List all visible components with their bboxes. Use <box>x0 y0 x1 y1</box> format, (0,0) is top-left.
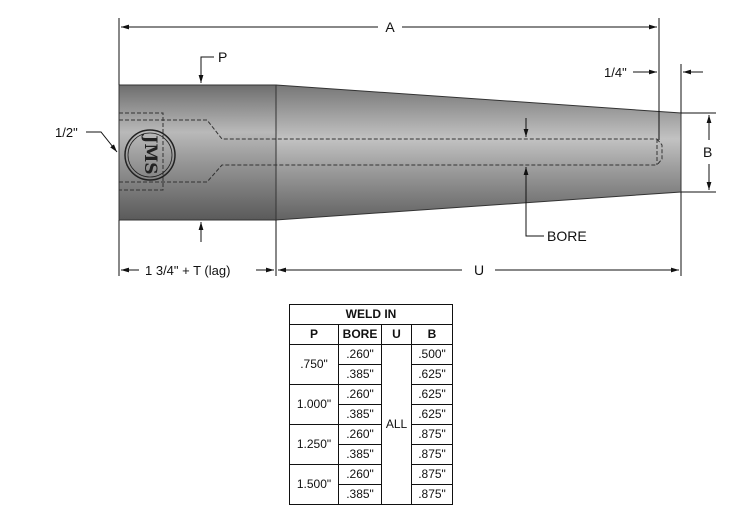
cell-bore: .260" <box>338 464 382 485</box>
cell-b: .625" <box>411 404 453 425</box>
cell-bore: .385" <box>338 444 382 465</box>
cell-bore: .260" <box>338 424 382 445</box>
dimension-lag-u <box>118 192 682 276</box>
label-lag: 1 3/4" + T (lag) <box>145 263 230 278</box>
label-a: A <box>385 19 395 35</box>
logo-lettering: JMS <box>140 133 160 174</box>
cell-p: .750" <box>289 344 339 385</box>
jms-logo-icon: JMS <box>124 129 176 181</box>
dimension-p <box>198 56 214 242</box>
dimension-b <box>681 112 716 193</box>
cell-b: .875" <box>411 484 453 505</box>
cell-bore: .260" <box>338 384 382 405</box>
table-row: .750" .260" ALL .500" <box>289 344 453 505</box>
table-row: 1.000" .260" .625" <box>289 384 453 425</box>
table-row: .385" .625" <box>290 364 453 385</box>
cell-u: ALL <box>381 344 412 505</box>
label-u: U <box>474 262 484 278</box>
header-bore: BORE <box>338 324 382 345</box>
table-row: .385" .875" <box>290 484 453 505</box>
table-row: .385" .625" <box>290 404 453 425</box>
dimension-half <box>86 131 118 153</box>
header-u: U <box>381 324 412 345</box>
cell-bore: .385" <box>338 404 382 425</box>
dimension-bore <box>523 118 544 237</box>
label-p: P <box>218 49 227 65</box>
cell-bore: .385" <box>338 364 382 385</box>
cell-b: .875" <box>411 464 453 485</box>
table-row: 1.500" .260" .875" <box>289 464 453 505</box>
table-title: WELD IN <box>289 304 453 325</box>
cell-p: 1.000" <box>289 384 339 425</box>
dimension-quarter <box>633 64 703 113</box>
cell-b: .625" <box>411 364 453 385</box>
table-row: 1.250" .260" .875" <box>289 424 453 465</box>
dimension-a <box>118 18 660 140</box>
label-bore: BORE <box>547 228 587 244</box>
table-row: .385" .875" <box>290 444 453 465</box>
cell-bore: .260" <box>338 344 382 365</box>
cell-b: .625" <box>411 384 453 405</box>
header-b: B <box>411 324 453 345</box>
cell-b: .875" <box>411 444 453 465</box>
header-p: P <box>289 324 339 345</box>
cylinder-section <box>118 84 277 221</box>
weld-in-table: WELD IN P BORE U B .750" .260" ALL .500"… <box>289 304 453 505</box>
cell-p: 1.500" <box>289 464 339 505</box>
cell-p: 1.250" <box>289 424 339 465</box>
cell-b: .500" <box>411 344 453 365</box>
label-half-inch: 1/2" <box>55 125 78 140</box>
technical-drawing: JMS A P 1/4" 1/2" B BORE <box>55 18 716 278</box>
hidden-bore-lines <box>119 112 663 191</box>
tapered-section <box>275 84 682 221</box>
cell-b: .875" <box>411 424 453 445</box>
cell-bore: .385" <box>338 484 382 505</box>
label-quarter-inch: 1/4" <box>604 65 627 80</box>
label-b: B <box>703 144 712 160</box>
